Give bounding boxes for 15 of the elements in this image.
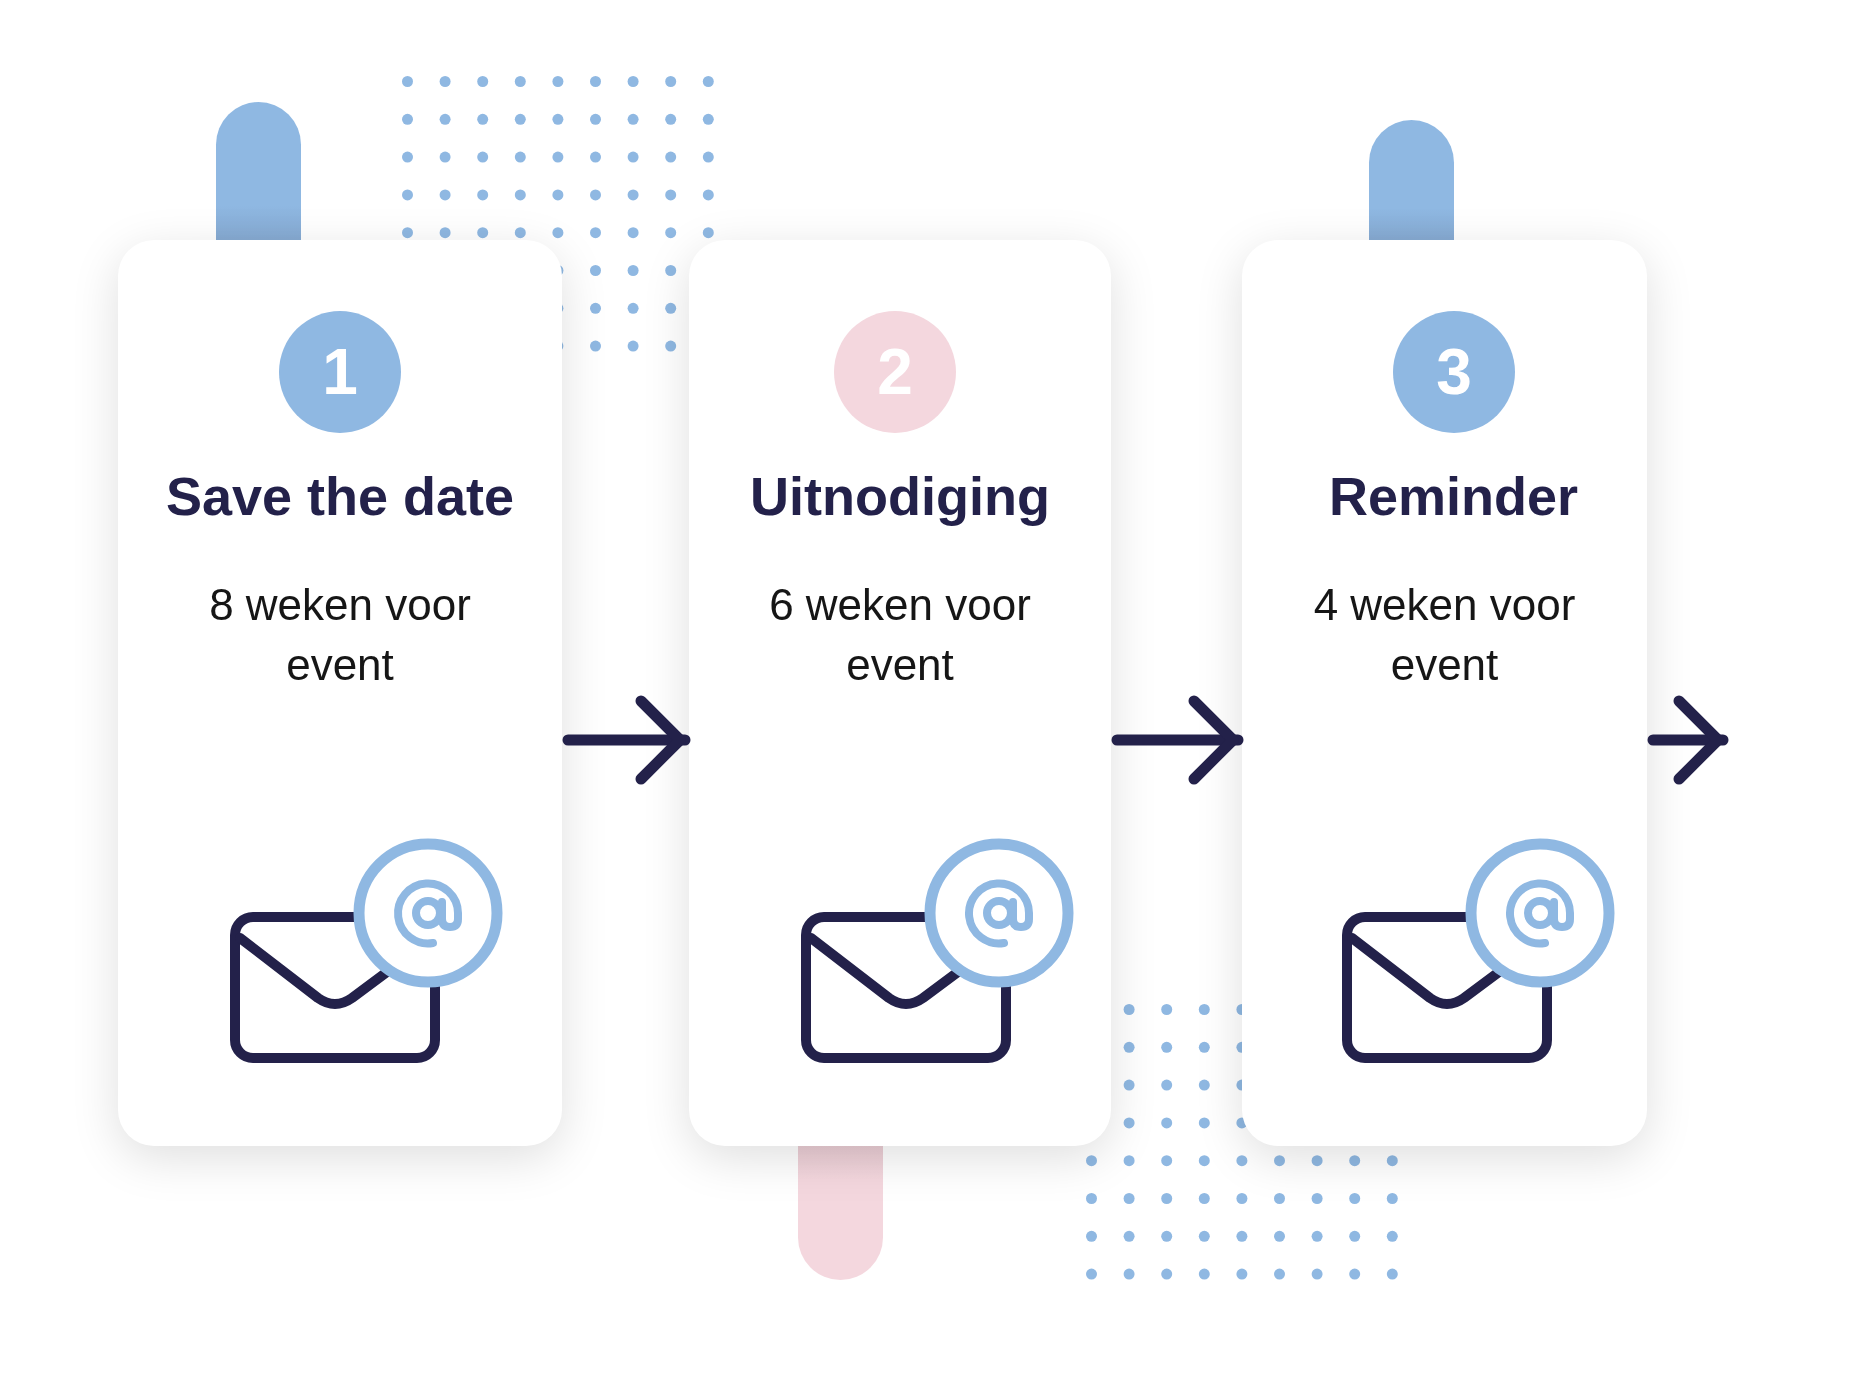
step-timing: 4 weken voor event — [1312, 579, 1577, 691]
step-title: Uitnodiging — [750, 467, 1050, 525]
arrow — [1111, 695, 1244, 785]
step-card — [1242, 240, 1647, 1146]
step-card — [118, 240, 562, 1146]
step-card — [689, 240, 1111, 1146]
pill-bar — [798, 1146, 883, 1280]
arrow — [562, 695, 691, 785]
step-timing: 8 weken voor event — [208, 579, 472, 691]
pill-bar — [1369, 120, 1454, 240]
step-timing: 6 weken voor event — [768, 579, 1032, 691]
arrow — [1647, 695, 1729, 785]
pill-bar — [216, 102, 301, 240]
step-title: Reminder — [1328, 467, 1579, 525]
step-title: Save the date — [165, 467, 515, 525]
